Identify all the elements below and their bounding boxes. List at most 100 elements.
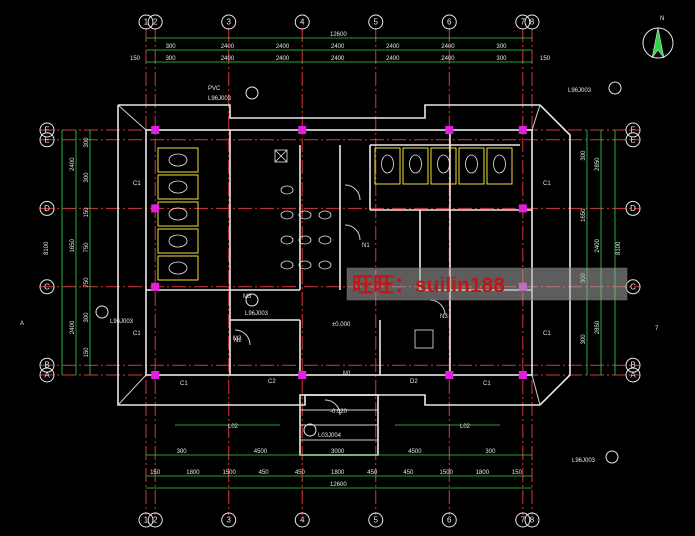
column [298, 126, 307, 134]
segment-dim: 150 [512, 470, 523, 476]
segment-dim: 750 [84, 242, 90, 253]
window-c1-right-lower: C1 [543, 331, 551, 337]
wash-basins [274, 149, 434, 349]
segment-dim: 150 [150, 470, 161, 476]
segment-dim: 4500 [254, 449, 268, 455]
grid-bubble-6-bottom [441, 512, 457, 528]
elevation-main: ±0.000 [332, 322, 351, 328]
toilet-stall [157, 174, 199, 200]
grid-bubble-label: 5 [374, 516, 379, 525]
segment-dim: 300 [496, 44, 507, 50]
grid-bubble-4-bottom [294, 512, 310, 528]
grid-bubble-label: 4 [300, 18, 305, 27]
door-swings [234, 184, 446, 416]
segment-dim: 1500 [440, 470, 454, 476]
window-c2: C2 [268, 379, 276, 385]
section-ref-b: 7 [655, 326, 659, 332]
grid-bubble-label: 8 [530, 18, 535, 27]
dimension-texts: 12600 12600 8100 8100 150 150 [44, 32, 622, 488]
men-toilet-stalls [374, 147, 513, 185]
top-total-dim: 12600 [330, 32, 347, 38]
grid-bubble-4-top [294, 14, 310, 30]
segment-dim: 450 [295, 470, 306, 476]
grid-bubble-label: 1 [144, 516, 149, 525]
detail-bubble-left-mid [95, 305, 109, 319]
grid-bubble-A-right [625, 367, 641, 383]
grid-bubble-label: D [44, 204, 50, 213]
ref-center: L96J003 [245, 311, 269, 317]
window-d2: D2 [410, 379, 418, 385]
door-n2: N2 [234, 338, 242, 344]
window-c1-bottom-left: C1 [180, 381, 188, 387]
top-edge-right: 150 [540, 56, 551, 62]
window-c1-right: C1 [543, 181, 551, 187]
ref-left-mid: L96J003 [110, 319, 134, 325]
gutter-l02-left: L02 [228, 424, 239, 430]
toilet-fixture [168, 234, 188, 248]
segment-dim: 1650 [581, 208, 587, 222]
door-m1: M1 [343, 371, 352, 377]
watermark: 旺旺：suilin188 [346, 267, 628, 301]
column [151, 282, 160, 291]
grid-bubble-label: 8 [530, 516, 535, 525]
segment-dim: 2400 [331, 56, 345, 62]
grid-bubble-label: E [44, 135, 49, 144]
door-n1: N1 [362, 243, 370, 249]
segment-dim: 1650 [70, 238, 76, 252]
column [518, 126, 527, 134]
ref-right: L96J003 [568, 88, 592, 94]
grid-bubble-label: A [44, 371, 50, 380]
segment-dim: 300 [496, 56, 507, 62]
grid-bubble-B-left [39, 357, 55, 373]
column [518, 371, 527, 379]
grid-bubble-C-left [39, 279, 55, 295]
grid-bubble-label: 4 [300, 516, 305, 525]
segment-dim: 2400 [441, 56, 455, 62]
grid-bubble-6-top [441, 14, 457, 30]
toilet-fixture [465, 154, 478, 174]
toilet-fixture [409, 154, 422, 174]
segment-dim: 300 [84, 172, 90, 183]
segment-dim: 2400 [276, 44, 290, 50]
detail-bubble-stairs [303, 423, 317, 437]
segment-dim: 300 [84, 312, 90, 323]
segment-dim: 2400 [386, 44, 400, 50]
segment-dim: 2400 [276, 56, 290, 62]
detail-bubble-right [608, 81, 622, 95]
segment-dim: 150 [84, 207, 90, 218]
segment-dim: 450 [403, 470, 414, 476]
grid-bubble-3-bottom [221, 512, 237, 528]
structural-columns [151, 126, 527, 379]
grid-bubble-label: 6 [447, 18, 452, 27]
elevation-entry: -0.020 [330, 409, 348, 415]
segment-dim: 2400 [70, 320, 76, 334]
toilet-stall [157, 228, 199, 254]
grid-bubble-D-right [625, 200, 641, 216]
grid-bubble-label: 1 [144, 18, 149, 27]
grid-bubble-E-left [39, 132, 55, 148]
column [151, 204, 160, 213]
toilet-stall [374, 147, 401, 185]
annotations: PVC L96J003 L96J003 L96J003 L96J003 L03J… [20, 81, 659, 464]
grid-bubble-label: B [44, 361, 49, 370]
grid-bubble-8-bottom [524, 512, 540, 528]
grid-bubble-label: F [45, 126, 50, 135]
dimension-lines [61, 37, 616, 489]
toilet-stall [402, 147, 429, 185]
column [298, 371, 307, 379]
segment-dim: 300 [166, 56, 177, 62]
ref-bottom-right: L96J003 [572, 458, 596, 464]
grid-bubble-label: 2 [153, 516, 158, 525]
column [151, 126, 160, 134]
segment-dim: 2850 [595, 157, 601, 171]
window-c1-left-lower: C1 [133, 331, 141, 337]
segment-dim: 150 [84, 347, 90, 358]
grid-bubble-label: C [630, 282, 636, 291]
grid-bubble-D-left [39, 200, 55, 216]
door-n3: N3 [440, 314, 448, 320]
grid-bubble-label: 6 [447, 516, 452, 525]
